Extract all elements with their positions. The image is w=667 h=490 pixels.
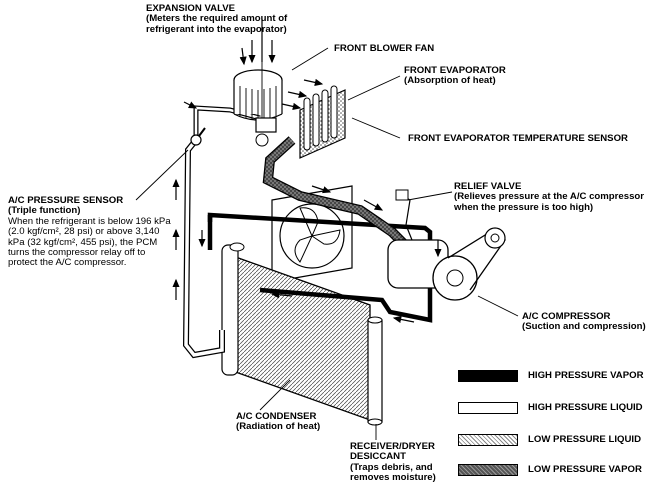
label-front-evaporator: FRONT EVAPORATOR (Absorption of heat) — [404, 65, 506, 87]
front-blower-fan-title: FRONT BLOWER FAN — [334, 43, 435, 54]
ac-compressor-sub: (Suction and compression) — [522, 321, 646, 333]
ac-compressor-title: A/C COMPRESSOR — [522, 311, 611, 322]
ac-pressure-sensor-body: When the refrigerant is below 196 kPa (2… — [8, 215, 171, 269]
label-receiver-dryer: RECEIVER/DRYER DESICCANT (Traps debris, … — [350, 441, 454, 484]
high-pressure-liquid-line — [182, 138, 225, 359]
front-evaporator-title: FRONT EVAPORATOR — [404, 65, 506, 76]
legend-swatch-low-pressure-liquid — [458, 434, 518, 446]
front-blower-fan — [233, 69, 283, 121]
legend-label-high-pressure-vapor: HIGH PRESSURE VAPOR — [528, 370, 644, 381]
relief-valve — [401, 194, 413, 241]
ac-condenser-sub: (Radiation of heat) — [236, 421, 321, 433]
legend-swatch-low-pressure-vapor — [458, 464, 518, 476]
label-relief-valve: RELIEF VALVE (Relieves pressure at the A… — [454, 181, 664, 213]
legend-item-low-pressure-vapor — [458, 462, 518, 478]
label-ac-condenser: A/C CONDENSER (Radiation of heat) — [236, 411, 321, 433]
ac-pressure-sensor-sub: (Triple function) — [8, 205, 81, 217]
relief-valve-sub: (Relieves pressure at the A/C compressor… — [454, 191, 644, 213]
ac-pressure-sensor — [190, 127, 206, 146]
label-front-evaporator-temp-sensor: FRONT EVAPORATOR TEMPERATURE SENSOR — [408, 133, 628, 144]
legend-label-low-pressure-liquid: LOW PRESSURE LIQUID — [528, 434, 641, 445]
legend-item-high-pressure-liquid — [458, 400, 518, 416]
relief-valve-title: RELIEF VALVE — [454, 181, 522, 192]
ac-pressure-sensor-title: A/C PRESSURE SENSOR — [8, 195, 124, 206]
receiver-dryer — [367, 316, 383, 426]
label-ac-compressor: A/C COMPRESSOR (Suction and compression) — [522, 311, 646, 333]
front-evap-temp-sensor-title: FRONT EVAPORATOR TEMPERATURE SENSOR — [408, 133, 628, 144]
legend-label-low-pressure-vapor: LOW PRESSURE VAPOR — [528, 464, 642, 475]
ac-condenser-title: A/C CONDENSER — [236, 411, 317, 422]
legend-label-high-pressure-liquid: HIGH PRESSURE LIQUID — [528, 402, 643, 413]
front-evaporator — [299, 85, 346, 159]
expansion-valve-sub: (Meters the required amount of refrigera… — [146, 13, 288, 35]
label-front-blower-fan: FRONT BLOWER FAN — [334, 43, 435, 54]
legend-swatch-high-pressure-liquid — [458, 402, 518, 414]
legend-swatch-high-pressure-vapor — [458, 370, 518, 382]
legend-item-high-pressure-vapor — [458, 368, 518, 384]
ac-compressor — [387, 227, 506, 301]
label-expansion-valve: EXPANSION VALVE (Meters the required amo… — [146, 3, 316, 35]
receiver-dryer-title-1: RECEIVER/DRYER — [350, 441, 435, 452]
receiver-dryer-title-2: DESICCANT — [350, 451, 406, 463]
front-evaporator-sub: (Absorption of heat) — [404, 75, 496, 87]
expansion-valve-title: EXPANSION VALVE — [146, 3, 236, 14]
expansion-valve — [255, 117, 277, 147]
legend-item-low-pressure-liquid — [458, 432, 518, 448]
label-ac-pressure-sensor: A/C PRESSURE SENSOR (Triple function) Wh… — [8, 195, 176, 269]
receiver-dryer-sub: (Traps debris, and removes moisture) — [350, 461, 436, 484]
